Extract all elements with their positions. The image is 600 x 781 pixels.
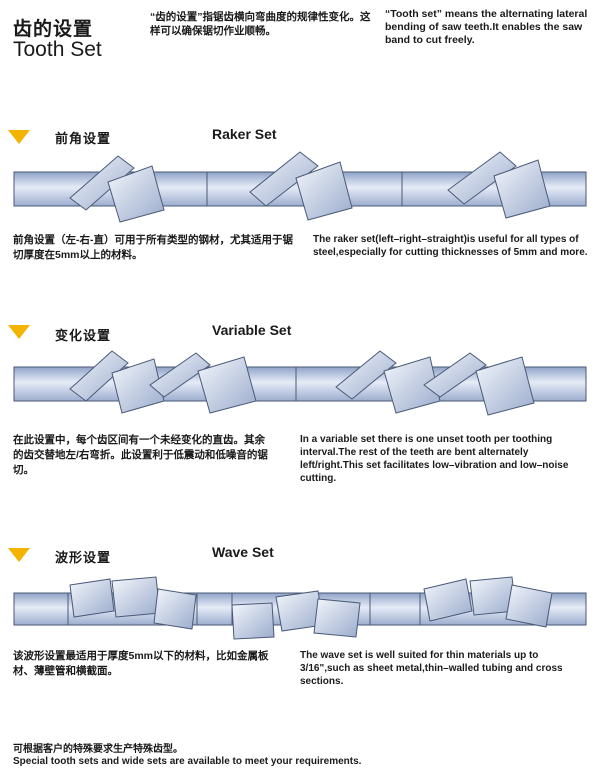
- section-desc-en: The wave set is well suited for thin mat…: [300, 650, 563, 687]
- section-arrow-icon: [8, 325, 30, 339]
- raker-set-band-illustration: [13, 151, 587, 223]
- section-title-cn: 波形设置: [55, 550, 112, 565]
- section-desc-cn: 前角设置（左-右-直）可用于所有类型的钢材，尤其适用于锯切厚度在5mm以上的材料…: [13, 234, 293, 261]
- section-desc-cn: 该波形设置最适用于厚度5mm以下的材料，比如金属板材、薄壁管和横截面。: [13, 650, 269, 677]
- section-title-cn: 变化设置: [55, 328, 112, 343]
- intro-text-cn: “齿的设置”指锯齿横向弯曲度的规律性变化。这样可以确保锯切作业顺畅。: [150, 11, 371, 37]
- page-title-cn: 齿的设置: [13, 19, 94, 40]
- footer-note-cn: 可根据客户的特殊要求生产特殊齿型。: [13, 744, 183, 755]
- section-desc-cn: 在此设置中，每个齿区间有一个未经变化的直齿。其余的齿交替地左/右弯折。此设置利于…: [13, 434, 268, 476]
- section-title-cn: 前角设置: [55, 131, 112, 146]
- section-desc-en: The raker set(left–right–straight)is use…: [313, 234, 588, 258]
- section-title-en: Raker Set: [212, 126, 277, 142]
- section-arrow-icon: [8, 548, 30, 562]
- section-arrow-icon: [8, 130, 30, 144]
- variable-set-band-illustration: [13, 350, 587, 416]
- section-desc-en: In a variable set there is one unset too…: [300, 434, 569, 484]
- wave-set-band-illustration: [13, 576, 587, 640]
- footer-note-en: Special tooth sets and wide sets are ava…: [13, 756, 362, 767]
- section-title-en: Wave Set: [212, 544, 274, 560]
- intro-text-en: “Tooth set” means the alternating latera…: [385, 8, 588, 46]
- section-title-en: Variable Set: [212, 322, 292, 338]
- page-title-en: Tooth Set: [13, 38, 102, 61]
